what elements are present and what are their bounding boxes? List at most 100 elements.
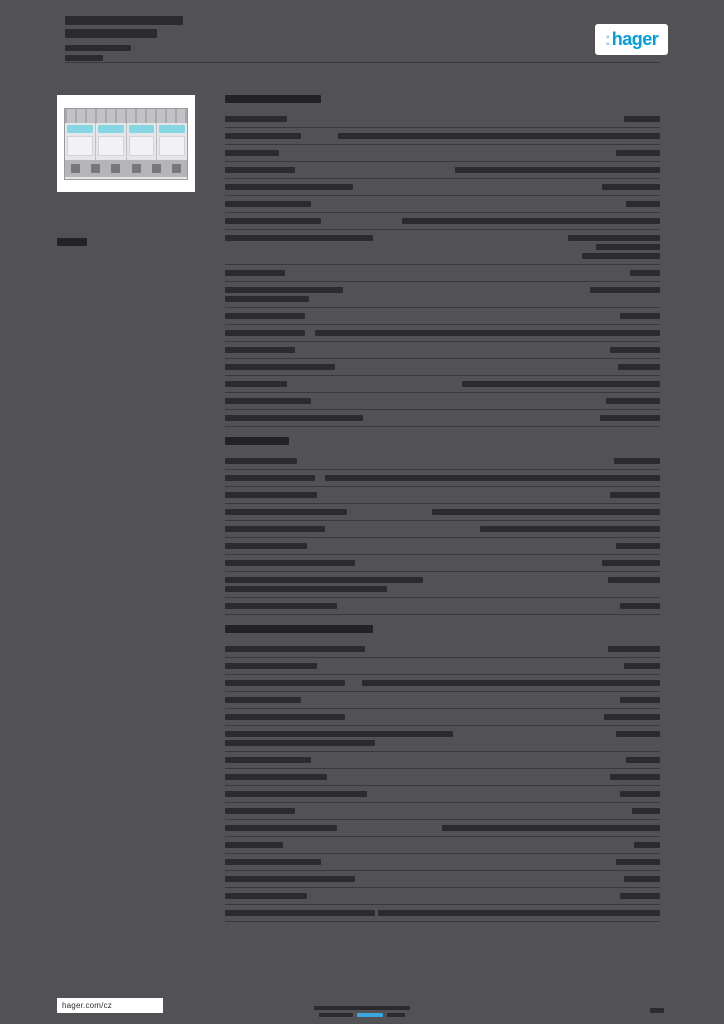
spec-value [626, 201, 660, 207]
spec-section-heading [225, 625, 660, 633]
spec-label-bar [225, 296, 309, 302]
spec-value [616, 859, 660, 865]
spec-label-bar [225, 347, 295, 353]
spec-row [225, 888, 660, 905]
din-rail-device-image [64, 108, 188, 180]
spec-value [338, 133, 660, 139]
spec-label [225, 646, 365, 652]
spec-value [602, 184, 660, 190]
spec-label [225, 398, 311, 404]
spec-label [225, 577, 423, 592]
spec-label [225, 313, 305, 319]
footer-website-link[interactable]: hager.com/cz [62, 1001, 112, 1010]
spec-label-bar [225, 167, 295, 173]
spec-row [225, 752, 660, 769]
spec-label-bar [225, 218, 321, 224]
footer-text-bar [387, 1013, 405, 1017]
footer-text-line [314, 1006, 410, 1010]
spec-label-bar [225, 876, 355, 882]
spec-value [432, 509, 660, 515]
spec-label-bar [225, 808, 295, 814]
spec-row [225, 769, 660, 786]
spec-label [225, 133, 301, 139]
spec-label [225, 415, 363, 421]
spec-value [634, 842, 660, 848]
spec-label [225, 492, 317, 498]
footer-text-bar [314, 1006, 410, 1010]
spec-value-bar [620, 313, 660, 319]
spec-label-bar [225, 603, 337, 609]
spec-label [225, 509, 347, 515]
spec-label-bar [225, 458, 297, 464]
spec-value-bar [480, 526, 660, 532]
spec-value [624, 116, 660, 122]
spec-row [225, 410, 660, 427]
spec-label [225, 876, 355, 882]
spec-label [225, 808, 295, 814]
spec-value [442, 825, 660, 831]
product-photo [57, 95, 195, 192]
product-reference-bar [57, 238, 87, 246]
spec-row [225, 905, 660, 922]
spec-label [225, 842, 283, 848]
spec-label [225, 910, 375, 916]
spec-value-bar [616, 859, 660, 865]
footer-text-bar [319, 1013, 353, 1017]
spec-value-bar [632, 808, 660, 814]
spec-label [225, 825, 337, 831]
spec-value-bar [620, 603, 660, 609]
spec-label-bar [225, 235, 373, 241]
spec-label [225, 287, 343, 302]
spec-value [378, 910, 660, 916]
spec-value-bar [402, 218, 660, 224]
spec-section-heading [225, 437, 660, 445]
spec-label [225, 218, 321, 224]
module-face [67, 136, 93, 156]
module-face [159, 136, 185, 156]
spec-label [225, 774, 327, 780]
spec-heading-bar [225, 437, 289, 445]
spec-value-bar [624, 663, 660, 669]
spec-heading-bar [225, 95, 321, 103]
spec-value-bar [624, 876, 660, 882]
device-module-row [65, 123, 187, 160]
spec-value [402, 218, 660, 224]
spec-value [620, 697, 660, 703]
spec-value-bar [616, 543, 660, 549]
spec-value-bar [634, 842, 660, 848]
masthead-text-bar [65, 29, 157, 38]
spec-row [225, 786, 660, 803]
spec-label [225, 167, 295, 173]
spec-label [225, 347, 295, 353]
spec-value-bar [614, 458, 660, 464]
spec-row [225, 837, 660, 854]
terminal-screw [172, 164, 182, 173]
spec-label-bar [225, 731, 453, 737]
spec-value-bar [608, 646, 660, 652]
spec-value [480, 526, 660, 532]
spec-label [225, 116, 287, 122]
footer-text-line [319, 1013, 405, 1017]
spec-value [608, 577, 660, 583]
terminal-screw [151, 164, 161, 173]
module-face [97, 136, 124, 156]
device-vent-cap [65, 109, 187, 123]
terminal-screw [131, 164, 141, 173]
spec-section-heading [225, 95, 660, 103]
footer-link-bar[interactable] [357, 1013, 383, 1017]
spec-section [225, 625, 660, 922]
spec-row [225, 325, 660, 342]
spec-label [225, 859, 321, 865]
spec-value [616, 731, 660, 737]
spec-value [606, 398, 660, 404]
device-module [157, 123, 187, 160]
spec-value [618, 364, 660, 370]
spec-row [225, 162, 660, 179]
spec-label-bar [225, 330, 305, 336]
spec-row [225, 658, 660, 675]
module-face [128, 136, 155, 156]
spec-label-bar [225, 364, 335, 370]
footer-website-box[interactable]: hager.com/cz [57, 998, 163, 1013]
spec-label-bar [225, 697, 301, 703]
